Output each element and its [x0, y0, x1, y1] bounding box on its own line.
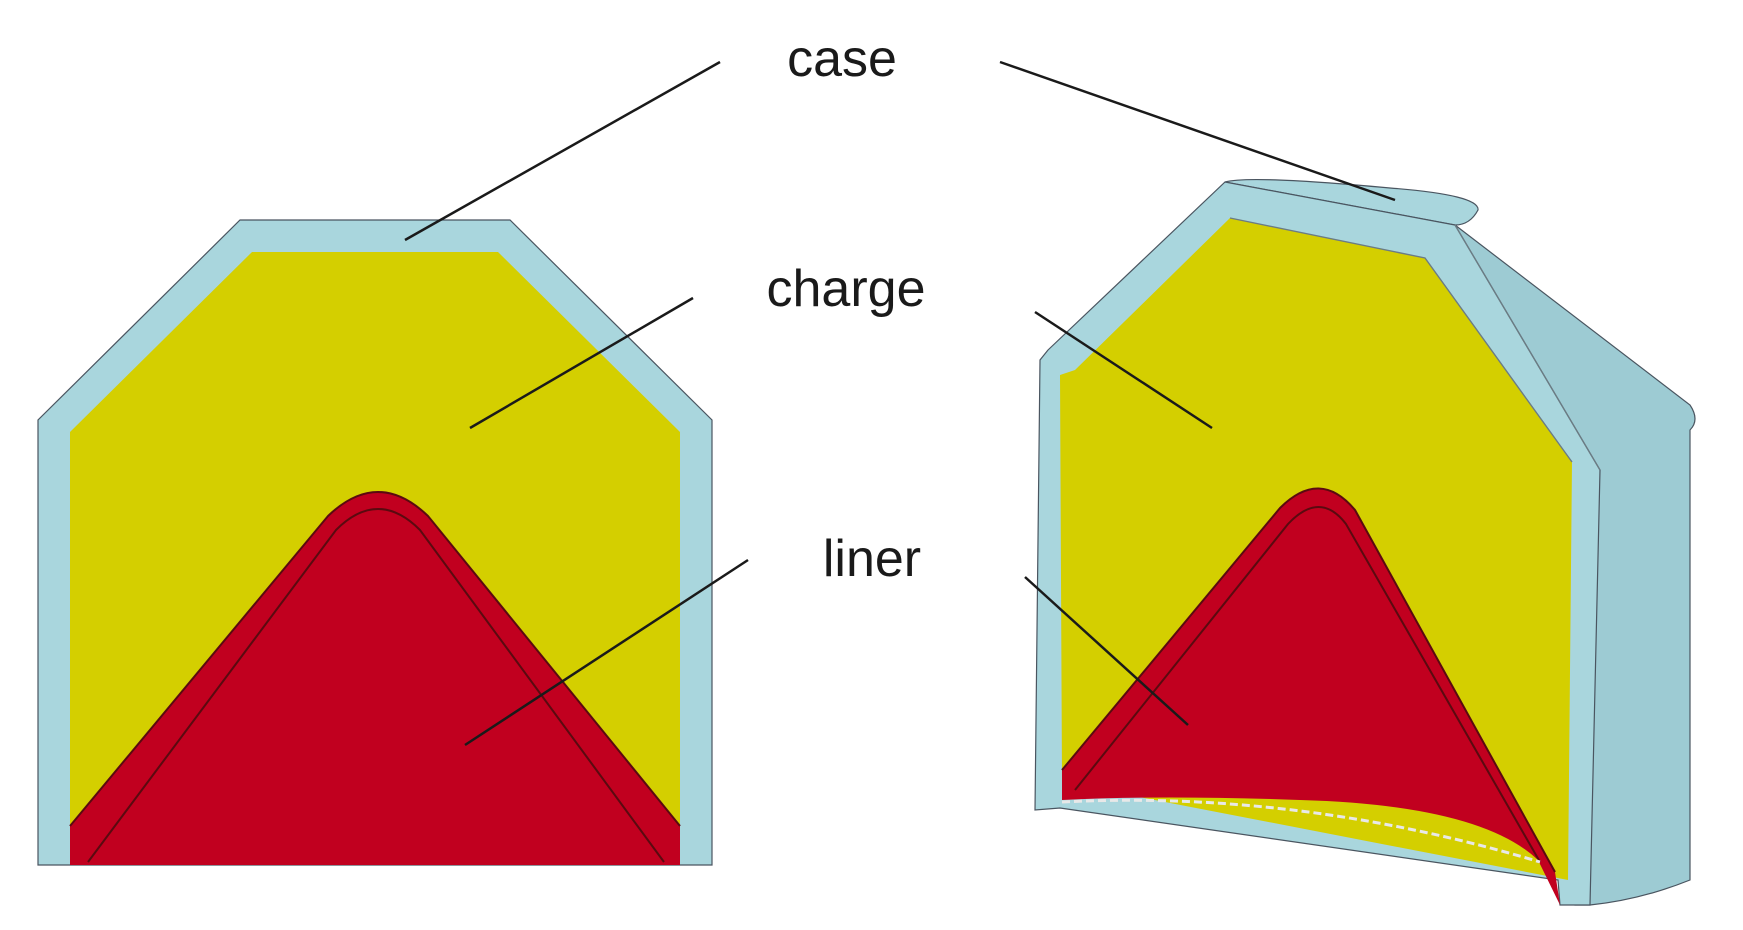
leader-case-right: [999, 60, 1396, 202]
leader-lines: [404, 60, 1396, 747]
cross-section-view: [37, 219, 713, 866]
leader-liner-right: [1024, 576, 1189, 726]
label-liner: liner: [823, 530, 921, 588]
liner-outer-edge-3d: [1061, 487, 1556, 873]
labels: case charge liner: [767, 30, 926, 588]
liner-outer-edge-2d: [69, 491, 681, 827]
leader-liner-left: [464, 558, 749, 747]
case-top-rim-3d: [1224, 178, 1479, 226]
cavity-bottom-edge-3d: [1061, 798, 1541, 864]
leader-charge-right: [1034, 310, 1213, 430]
liner-inner-edge-3d: [1074, 506, 1541, 863]
leader-case-left: [404, 60, 721, 242]
label-charge: charge: [767, 260, 926, 318]
case-inner-ridge-3d: [1229, 217, 1573, 463]
label-case: case: [787, 30, 897, 88]
liner-fill-2d: [70, 492, 680, 865]
cutaway-3d-view: [1034, 178, 1696, 906]
liner-inner-edge-2d: [87, 508, 665, 863]
liner-fill-3d: [1062, 488, 1560, 905]
case-outer-ridge-3d: [1454, 224, 1601, 471]
leader-charge-left: [469, 296, 694, 430]
